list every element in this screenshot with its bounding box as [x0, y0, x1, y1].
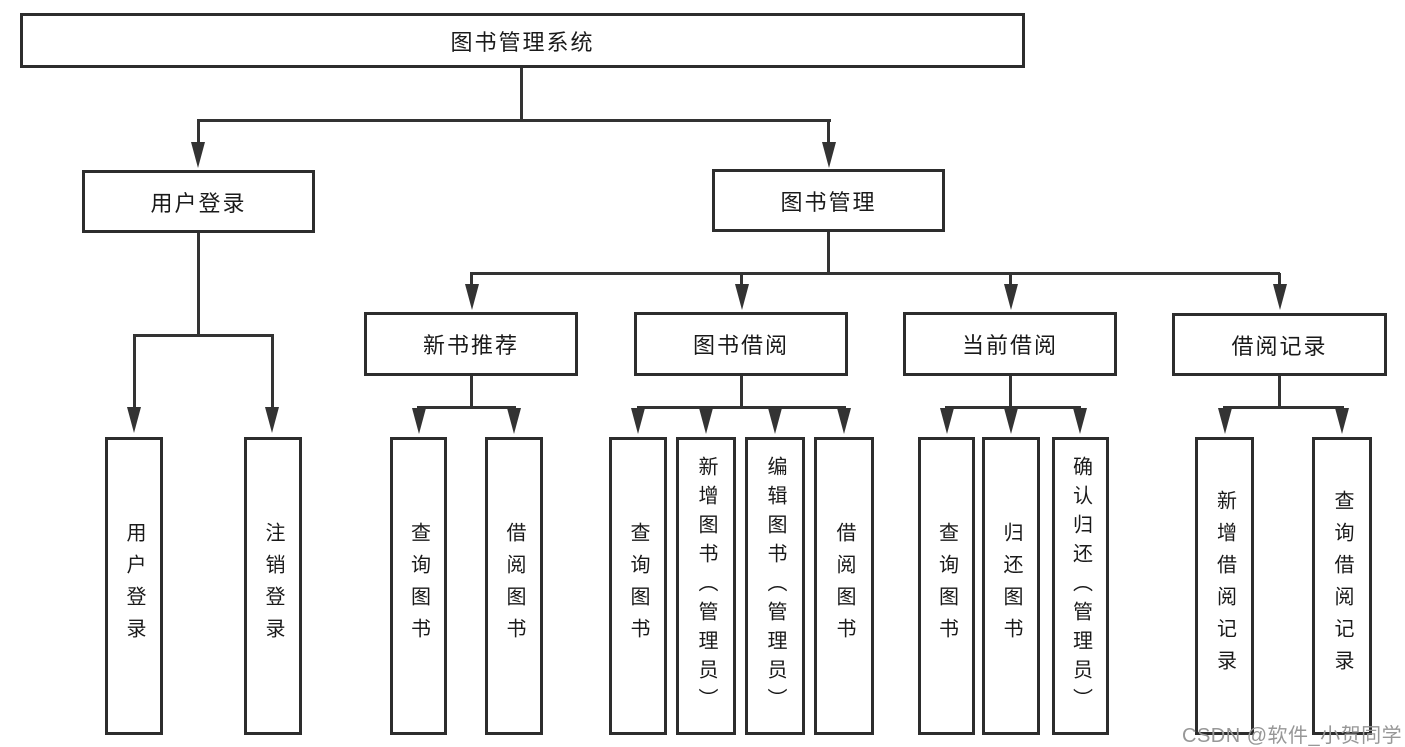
connector-bookborrow-stem	[740, 376, 743, 407]
connector-userlogin-branch	[132, 333, 274, 337]
arrow-down-icon	[127, 407, 141, 433]
node-library-system: 图书管理系统	[20, 13, 1025, 68]
leaf-query-books: 查询图书	[918, 437, 975, 735]
node-current-borrowing: 当前借阅	[903, 312, 1117, 376]
leaf-label: 确认归还（管理员）	[1069, 455, 1092, 717]
connector-bookmgmt-branch	[470, 271, 1280, 275]
leaf-query-books: 查询图书	[609, 437, 667, 735]
node-label: 当前借阅	[961, 333, 1058, 358]
connector-currentborrow-branch	[945, 405, 1081, 409]
node-label: 用户登录	[150, 190, 247, 216]
leaf-label: 借阅图书	[503, 522, 525, 650]
leaf-label: 归还图书	[1000, 522, 1022, 650]
leaf-add-books-admin: 新增图书（管理员）	[676, 437, 736, 735]
csdn-watermark: CSDN @软件_小贺同学	[1182, 725, 1403, 747]
leaf-logout: 注销登录	[244, 437, 302, 735]
connector-userlogin-stem	[196, 233, 200, 335]
leaf-borrow-books: 借阅图书	[485, 437, 543, 735]
node-user-login: 用户登录	[82, 170, 315, 233]
arrow-down-icon	[464, 284, 479, 310]
arrow-down-icon	[631, 408, 645, 434]
node-label: 图书管理系统	[450, 29, 595, 55]
arrow-down-icon	[821, 142, 836, 168]
arrow-down-icon	[1003, 284, 1018, 310]
connector-drop-book-mgmt	[827, 120, 830, 148]
leaf-label: 用户登录	[123, 522, 145, 650]
arrow-down-icon	[1004, 408, 1018, 434]
node-book-borrowing: 图书借阅	[634, 312, 848, 376]
arrow-down-icon	[1272, 284, 1287, 310]
arrow-down-icon	[837, 408, 851, 434]
leaf-label: 编辑图书（管理员）	[764, 455, 786, 717]
arrow-down-icon	[507, 408, 521, 434]
leaf-label: 查询图书	[935, 522, 958, 650]
connector-bookborrow-branch	[636, 405, 846, 409]
leaf-label: 新增图书（管理员）	[695, 455, 717, 717]
connector-root-branch	[196, 118, 831, 122]
connector-drop-user-login	[196, 120, 200, 148]
leaf-add-borrow-record: 新增借阅记录	[1195, 437, 1254, 735]
connector-bookmgmt-stem	[827, 232, 830, 273]
leaf-label: 新增借阅记录	[1213, 490, 1236, 682]
leaf-label: 注销登录	[262, 522, 284, 650]
connector-drop	[470, 273, 473, 286]
node-label: 新书推荐	[422, 333, 519, 358]
connector-drop	[740, 273, 743, 286]
arrow-down-icon	[1335, 408, 1349, 434]
arrow-down-icon	[1073, 408, 1087, 434]
leaf-label: 借阅图书	[833, 522, 855, 650]
arrow-down-icon	[768, 408, 782, 434]
arrow-down-icon	[734, 284, 749, 310]
arrow-down-icon	[265, 407, 279, 433]
connector-borrowrecord-branch	[1223, 405, 1344, 409]
leaf-borrow-books: 借阅图书	[814, 437, 874, 735]
node-new-book-recommend: 新书推荐	[364, 312, 578, 376]
connector-drop	[132, 335, 136, 409]
leaf-return-books: 归还图书	[982, 437, 1040, 735]
leaf-user-login: 用户登录	[105, 437, 163, 735]
leaf-label: 查询借阅记录	[1331, 490, 1353, 682]
leaf-label: 查询图书	[407, 522, 430, 650]
connector-root-stem	[519, 68, 523, 120]
node-label: 图书借阅	[692, 333, 789, 358]
connector-borrowrecord-stem	[1278, 376, 1281, 407]
node-borrowing-records: 借阅记录	[1172, 313, 1387, 376]
node-label: 借阅记录	[1231, 333, 1328, 359]
leaf-query-borrow-record: 查询借阅记录	[1312, 437, 1372, 735]
leaf-label: 查询图书	[627, 522, 649, 650]
node-label: 图书管理	[780, 189, 877, 215]
connector-drop	[1009, 273, 1012, 286]
connector-currentborrow-stem	[1009, 376, 1012, 407]
node-book-management: 图书管理	[712, 169, 945, 232]
leaf-confirm-return-admin: 确认归还（管理员）	[1052, 437, 1109, 735]
connector-newbook-stem	[470, 376, 473, 407]
arrow-down-icon	[699, 408, 713, 434]
arrow-down-icon	[411, 408, 426, 434]
connector-drop	[1278, 273, 1281, 286]
leaf-edit-books-admin: 编辑图书（管理员）	[745, 437, 805, 735]
leaf-query-books: 查询图书	[390, 437, 447, 735]
arrow-down-icon	[191, 142, 205, 168]
arrow-down-icon	[1217, 408, 1232, 434]
arrow-down-icon	[939, 408, 954, 434]
connector-drop	[270, 335, 274, 409]
connector-newbook-branch	[417, 405, 516, 409]
